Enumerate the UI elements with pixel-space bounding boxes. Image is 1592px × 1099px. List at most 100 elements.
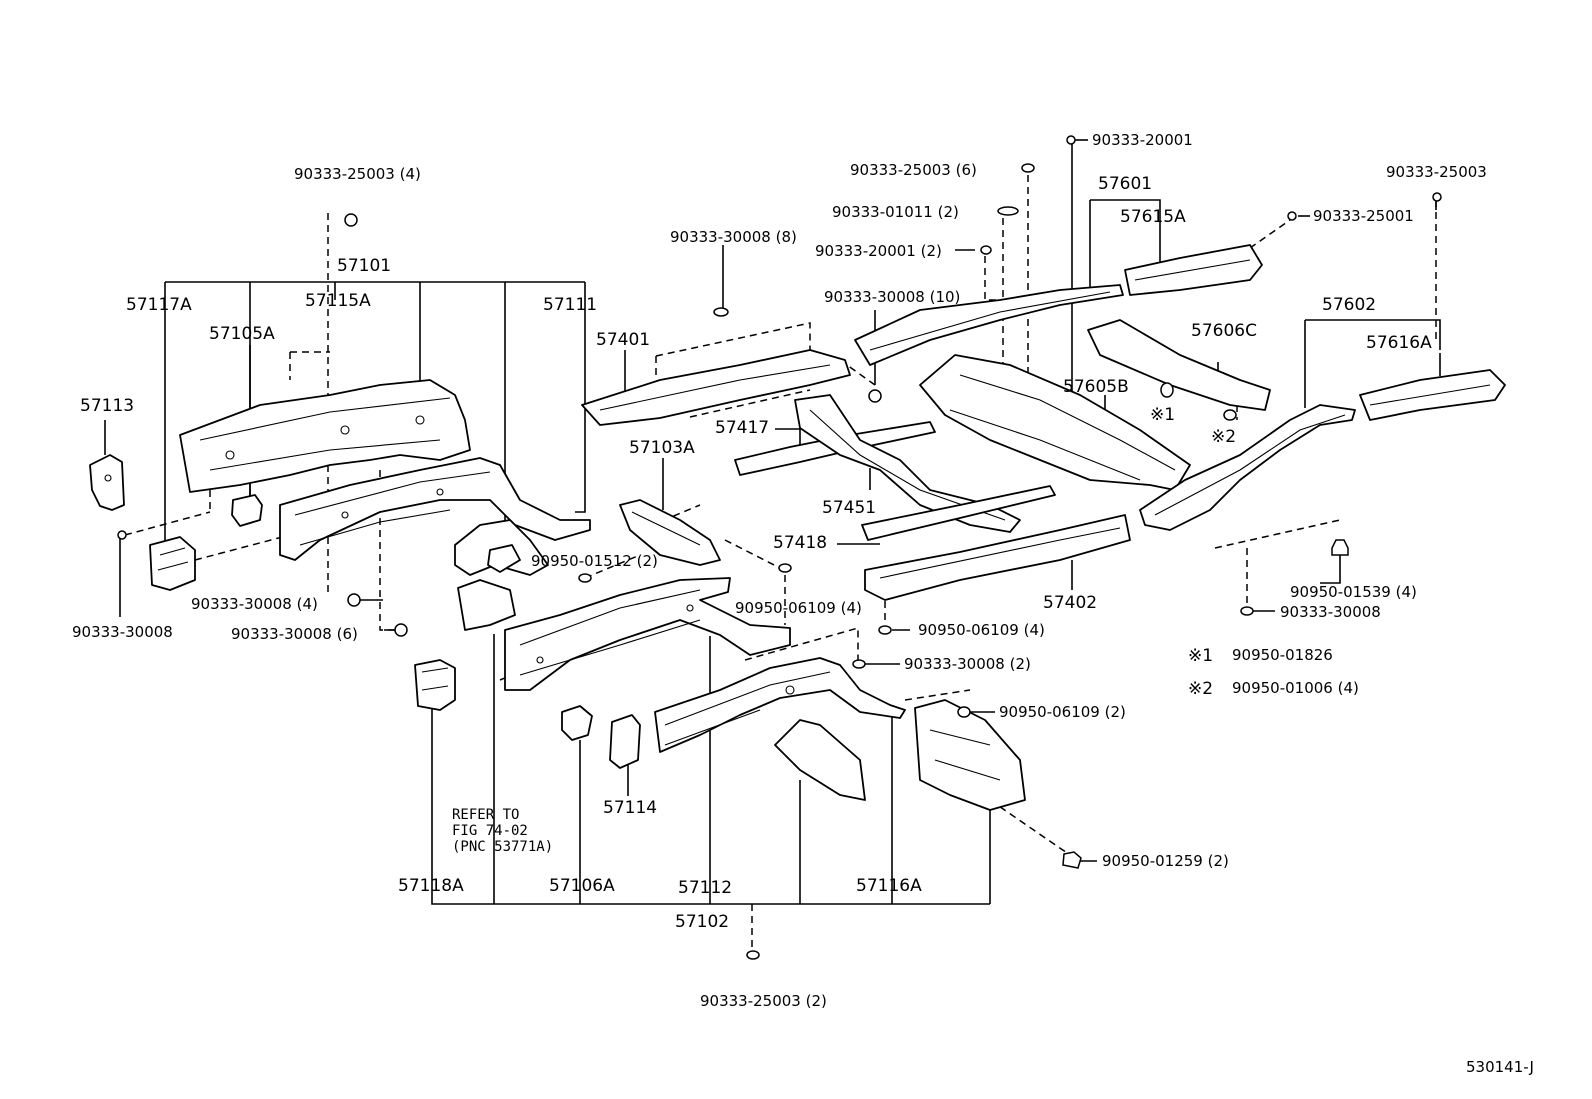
- part-57112-drawing: [654, 657, 906, 753]
- note-1-mark: ※1: [1188, 646, 1213, 666]
- part-57117A-drawing: [149, 536, 196, 591]
- label-01259-2: 90950-01259 (2): [1102, 852, 1229, 870]
- label-57115A: 57115A: [305, 291, 371, 311]
- leader-lines: [104, 139, 1441, 905]
- label-30008-8: 90333-30008 (8): [670, 228, 797, 246]
- label-57106A: 57106A: [549, 876, 615, 896]
- part-57105A-drawing: [231, 494, 263, 527]
- part-57102-drawing: [504, 577, 791, 691]
- parts-drawing: [89, 244, 1506, 811]
- label-06109-4b: 90950-06109 (4): [918, 621, 1045, 639]
- label-25001: 90333-25001: [1313, 207, 1414, 225]
- label-57101: 57101: [337, 256, 391, 276]
- note-2-part: 90950-01006 (4): [1232, 679, 1359, 697]
- part-57451-drawing: [794, 394, 1021, 533]
- label-30008-right: 90333-30008: [1280, 603, 1381, 621]
- label-01512-2: 90950-01512 (2): [531, 552, 658, 570]
- note-1-part: 90950-01826: [1232, 646, 1333, 664]
- label-30008-10: 90333-30008 (10): [824, 288, 960, 306]
- plug-icon: [1223, 409, 1237, 421]
- plug-icon: [1160, 382, 1174, 398]
- note-mark-1-callout: ※1: [1150, 405, 1175, 425]
- label-06109-4a: 90950-06109 (4): [735, 599, 862, 617]
- label-30008-left: 90333-30008: [72, 623, 173, 641]
- label-57111: 57111: [543, 295, 597, 315]
- plug-icon: [117, 530, 127, 540]
- label-30008-4: 90333-30008 (4): [191, 595, 318, 613]
- part-57114-drawing: [609, 714, 641, 769]
- label-25003-2: 90333-25003 (2): [700, 992, 827, 1010]
- plug-icon: [778, 563, 792, 573]
- grommet-icon: [1062, 851, 1082, 869]
- plug-icon: [868, 389, 882, 403]
- label-01539-4: 90950-01539 (4): [1290, 583, 1417, 601]
- label-57417: 57417: [715, 418, 769, 438]
- label-57451: 57451: [822, 498, 876, 518]
- plug-icon: [394, 623, 408, 637]
- plug-icon: [713, 307, 729, 317]
- part-57401-drawing: [581, 349, 851, 426]
- part-57602-drawing: [1139, 404, 1356, 531]
- part-number-labels: 90333-25003 (4) 57101 57117A 57115A 5711…: [72, 131, 1487, 1010]
- plug-icon: [1432, 192, 1442, 202]
- plug-icon: [1021, 163, 1035, 173]
- label-57602: 57602: [1322, 295, 1376, 315]
- label-57112: 57112: [678, 878, 732, 898]
- label-57113: 57113: [80, 396, 134, 416]
- note-2-mark: ※2: [1188, 679, 1213, 699]
- label-20001-top: 90333-20001: [1092, 131, 1193, 149]
- grommet-icon: [1331, 539, 1349, 556]
- part-57106A-drawing: [561, 705, 593, 741]
- plug-icon: [852, 659, 866, 669]
- note-mark-2-callout: ※2: [1211, 427, 1236, 447]
- label-57615A: 57615A: [1120, 207, 1186, 227]
- label-25003-right: 90333-25003: [1386, 163, 1487, 181]
- label-57606C: 57606C: [1191, 321, 1257, 341]
- part-57103A-drawing: [619, 499, 721, 566]
- plug-icon: [344, 213, 358, 227]
- plug-icon: [578, 573, 592, 583]
- label-30008-6: 90333-30008 (6): [231, 625, 358, 643]
- label-57114: 57114: [603, 798, 657, 818]
- fastener-symbols: [117, 135, 1442, 960]
- label-57601: 57601: [1098, 174, 1152, 194]
- refer-note-line-1: REFER TO: [452, 807, 519, 823]
- label-06109-2: 90950-06109 (2): [999, 703, 1126, 721]
- plug-icon: [1287, 211, 1297, 221]
- refer-note-line-2: FIG 74-02: [452, 823, 528, 839]
- refer-note-line-3: (PNC 53771A): [452, 839, 553, 855]
- label-57117A: 57117A: [126, 295, 192, 315]
- plug-icon: [980, 245, 992, 255]
- plug-icon: [997, 206, 1019, 216]
- notes-legend: ※1 90950-01826 ※2 90950-01006 (4): [1188, 646, 1359, 699]
- label-57103A: 57103A: [629, 438, 695, 458]
- part-57111-drawing: [279, 457, 591, 561]
- label-25003-6: 90333-25003 (6): [850, 161, 977, 179]
- part-57115A-drawing: [179, 379, 471, 493]
- label-57605B: 57605B: [1063, 377, 1129, 397]
- plug-icon: [1066, 135, 1076, 145]
- part-57118A-drawing: [414, 659, 456, 711]
- label-57102: 57102: [675, 912, 729, 932]
- part-57601-drawing: [854, 284, 1124, 366]
- figure-code: 530141-J: [1466, 1058, 1534, 1076]
- label-57418: 57418: [773, 533, 827, 553]
- label-57118A: 57118A: [398, 876, 464, 896]
- label-20001-2: 90333-20001 (2): [815, 242, 942, 260]
- label-57616A: 57616A: [1366, 333, 1432, 353]
- label-25003-4: 90333-25003 (4): [294, 165, 421, 183]
- part-57113-drawing: [89, 454, 125, 511]
- plug-icon: [1240, 606, 1254, 616]
- part-57606C-drawing: [1087, 319, 1271, 411]
- label-57116A: 57116A: [856, 876, 922, 896]
- label-30008-2: 90333-30008 (2): [904, 655, 1031, 673]
- part-57402-drawing: [864, 514, 1131, 601]
- part-57116A-drawing: [774, 719, 866, 801]
- label-57402: 57402: [1043, 593, 1097, 613]
- plug-icon: [878, 625, 892, 635]
- label-57401: 57401: [596, 330, 650, 350]
- plug-icon: [347, 593, 361, 607]
- part-57418-drawing: [861, 485, 1056, 541]
- label-01011-2: 90333-01011 (2): [832, 203, 959, 221]
